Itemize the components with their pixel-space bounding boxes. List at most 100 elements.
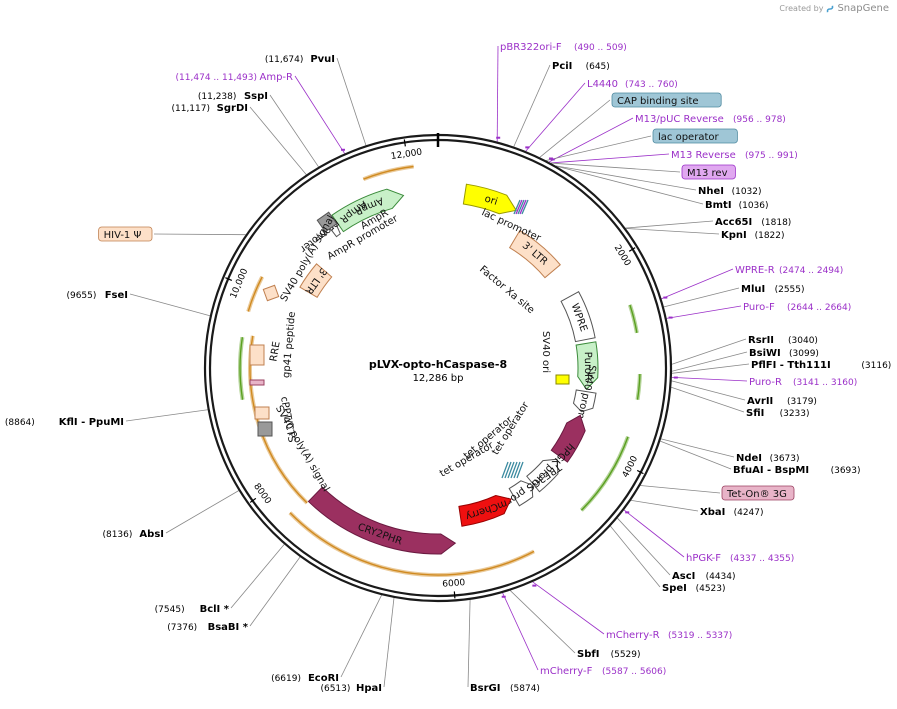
feature-arrow[interactable] (526, 458, 559, 493)
enzyme-name[interactable]: BfuAI - BspMI (733, 465, 809, 476)
site-position: (1822) (755, 231, 785, 241)
site-position: (3116) (861, 361, 891, 371)
enzyme-name[interactable]: BsiWI (749, 348, 781, 359)
enzyme-name[interactable]: EcoRI (308, 673, 339, 684)
label-leader-line (249, 556, 301, 627)
enzyme-name[interactable]: HpaI (356, 683, 382, 694)
site-position: (1032) (732, 187, 762, 197)
feature-label: ori (483, 193, 499, 207)
enzyme-name[interactable]: BclI * (200, 604, 230, 615)
enzyme-name[interactable]: FseI (105, 290, 128, 301)
tick-label: 6000 (442, 578, 466, 590)
highlight-arc-core (636, 373, 641, 400)
feature-box-label[interactable] (681, 164, 736, 180)
enzyme-name[interactable]: BsrGI (470, 683, 500, 694)
enzyme-name[interactable]: SspI (244, 91, 268, 102)
feature-arrow[interactable] (462, 183, 517, 215)
rre-box[interactable] (249, 344, 265, 366)
enzyme-name[interactable]: SpeI (662, 583, 687, 594)
feature-box-label[interactable] (652, 128, 738, 144)
cppt-box[interactable] (254, 406, 270, 420)
enzyme-name[interactable]: SbfI (577, 649, 599, 660)
site-position: (7545) (155, 605, 185, 615)
tick-mark (628, 247, 636, 252)
primer-name[interactable]: Puro-R (749, 377, 782, 388)
ltr-small-box[interactable] (262, 284, 280, 302)
site-position: (645) (586, 62, 610, 72)
enzyme-name[interactable]: AscI (672, 571, 695, 582)
enzyme-name[interactable]: MluI (741, 284, 765, 295)
site-position: (5529) (611, 650, 641, 660)
feature-box-label[interactable] (611, 92, 722, 108)
enzyme-name[interactable]: BmtI (705, 200, 732, 211)
feature-arrow[interactable] (560, 291, 596, 343)
primer-name[interactable]: Puro-F (743, 302, 775, 313)
site-position: (2474 .. 2494) (779, 266, 843, 276)
enzyme-name[interactable]: Acc65I (715, 217, 752, 228)
primer-name[interactable]: mCherry-R (606, 630, 660, 641)
lac-mark (517, 199, 525, 215)
enzyme-name[interactable]: AbsI (139, 529, 164, 540)
site-position: (7376) (167, 623, 197, 633)
enzyme-name[interactable]: BsaBI * (208, 622, 249, 633)
tet-operator-mark (501, 461, 509, 479)
feature-arrow[interactable] (307, 486, 457, 555)
tick-mark (636, 469, 644, 475)
primer-name[interactable]: M13 Reverse (671, 150, 736, 161)
site-position: (5319 .. 5337) (668, 631, 732, 641)
feature-arrow[interactable] (575, 341, 599, 391)
sv40-ori-box[interactable] (555, 374, 570, 385)
highlight-arc-core (289, 512, 535, 576)
label-leader-line (509, 590, 576, 654)
inner-feature-label: SV40 ori (540, 331, 551, 373)
primer-name[interactable]: WPRE-R (735, 265, 775, 276)
primer-name[interactable]: M13/pUC Reverse (635, 114, 724, 125)
primer-name[interactable]: L4440 (587, 79, 618, 90)
enzyme-name[interactable]: KpnI (721, 230, 747, 241)
enzyme-name[interactable]: PflFI - Tth111I (751, 360, 831, 371)
label-leader-line (556, 165, 704, 205)
enzyme-name[interactable]: PciI (552, 61, 572, 72)
primer-name[interactable]: mCherry-F (540, 666, 593, 677)
site-position: (3141 .. 3160) (793, 378, 857, 388)
feature-box-label[interactable] (721, 485, 795, 501)
label-leader-line (671, 386, 745, 413)
lac-mark (515, 199, 523, 215)
site-position: (11,238) (198, 92, 237, 102)
feature-box-text: lac operator (658, 132, 719, 143)
feature-box-text: CAP binding site (617, 96, 699, 107)
enzyme-name[interactable]: PvuI (310, 54, 335, 65)
feature-arrow[interactable] (550, 414, 586, 463)
tet-operator-mark (504, 461, 512, 479)
feature-arrow[interactable] (572, 389, 597, 413)
feature-arrow[interactable] (508, 480, 534, 507)
enzyme-name[interactable]: KflI - PpuMI (59, 417, 124, 428)
primer-name[interactable]: hPGK-F (686, 553, 721, 564)
feature-box-label[interactable] (98, 226, 153, 242)
polya-box-2[interactable] (316, 211, 338, 233)
feature-arrow[interactable] (331, 188, 405, 233)
label-leader-line (165, 490, 239, 534)
feature-arrow[interactable] (299, 263, 333, 298)
enzyme-name[interactable]: NheI (698, 186, 724, 197)
label-leader-line (230, 544, 285, 609)
enzyme-name[interactable]: NdeI (736, 453, 762, 464)
enzyme-name[interactable]: AvrII (747, 396, 773, 407)
site-position: (8864) (5, 418, 35, 428)
enzyme-name[interactable]: SgrDI (217, 103, 248, 114)
site-position: (2644 .. 2664) (787, 303, 851, 313)
primer-name[interactable]: Amp-R (260, 72, 294, 83)
gp41-box[interactable] (249, 379, 265, 386)
primer-name[interactable]: pBR322ori-F (500, 42, 562, 53)
feature-arrow[interactable] (508, 229, 561, 279)
enzyme-name[interactable]: XbaI (700, 507, 725, 518)
label-leader-line (383, 597, 395, 688)
highlight-arc-core (247, 276, 263, 312)
enzyme-name[interactable]: RsrII (748, 335, 774, 346)
label-leader-line (546, 135, 652, 161)
polya-box[interactable] (257, 421, 273, 437)
tick-label: 2000 (612, 243, 633, 268)
feature-arrow[interactable] (458, 494, 512, 527)
site-position: (5874) (510, 684, 540, 694)
enzyme-name[interactable]: SfiI (746, 408, 764, 419)
